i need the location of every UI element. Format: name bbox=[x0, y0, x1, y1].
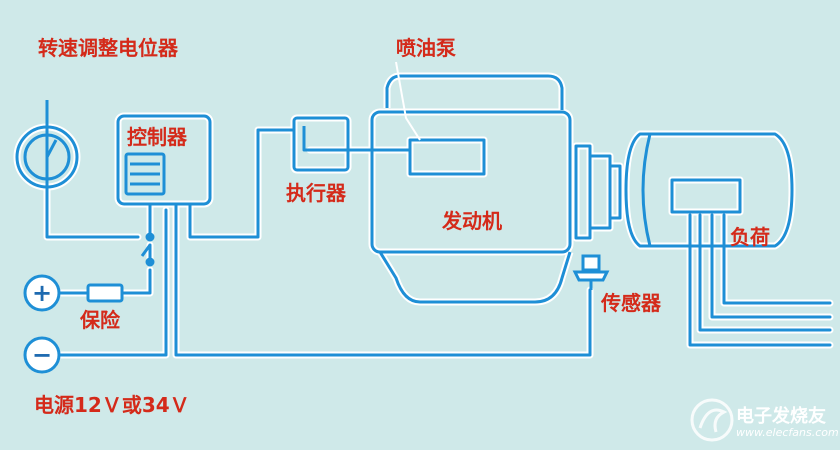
switch-icon bbox=[145, 232, 155, 242]
speed-pot-label: 转速调整电位器 bbox=[38, 36, 178, 60]
sensor-icon bbox=[572, 254, 610, 290]
load-body bbox=[624, 132, 794, 248]
controller-label: 控制器 bbox=[127, 125, 187, 149]
actuator-label: 执行器 bbox=[286, 181, 346, 205]
fuse-label: 保险 bbox=[80, 308, 120, 332]
minus-symbol: − bbox=[32, 341, 52, 369]
engine-label: 发动机 bbox=[442, 209, 502, 233]
load-wire-4 bbox=[722, 213, 832, 305]
wire-minus bbox=[58, 208, 168, 357]
watermark-cn: 电子发烧友 bbox=[736, 406, 826, 427]
engine-bottom bbox=[378, 251, 572, 304]
wires bbox=[45, 128, 832, 357]
wire-controller-actuator bbox=[188, 128, 296, 239]
sensor-label: 传感器 bbox=[601, 291, 661, 315]
power-label: 电源12Ｖ或34Ｖ bbox=[34, 393, 190, 417]
injection-pump-box bbox=[408, 138, 486, 176]
engine-top bbox=[385, 74, 564, 110]
wire-pot-controller bbox=[45, 185, 140, 239]
load-terminal-box bbox=[670, 178, 742, 214]
load-wire-2 bbox=[698, 213, 832, 332]
plus-symbol: + bbox=[32, 279, 52, 307]
fuse-icon bbox=[86, 283, 124, 303]
load-wire-1 bbox=[688, 213, 832, 347]
actuator-box bbox=[292, 116, 350, 172]
watermark-en: www.elecfans.com bbox=[736, 426, 839, 439]
logo-icon bbox=[690, 398, 734, 442]
injection-pump-label: 喷油泵 bbox=[396, 36, 456, 60]
plus-terminal-icon: + bbox=[23, 274, 61, 312]
minus-terminal-icon: − bbox=[23, 336, 61, 374]
controller-box bbox=[116, 114, 212, 206]
load-wire-3 bbox=[710, 213, 832, 319]
wire-sensor-bus bbox=[174, 203, 592, 357]
engine-body bbox=[370, 110, 572, 254]
load-label: 负荷 bbox=[730, 225, 770, 249]
equipment bbox=[15, 61, 794, 304]
pump-leader bbox=[395, 61, 421, 141]
